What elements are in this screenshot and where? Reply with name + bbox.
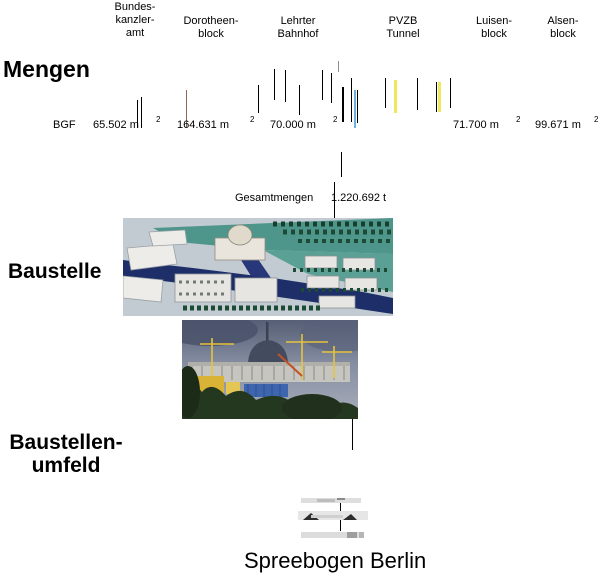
- quantity-bar: [342, 87, 344, 122]
- quantity-bar: [137, 100, 138, 128]
- site-label-line: amt: [125, 27, 145, 39]
- section-mengen-label: Mengen: [3, 56, 90, 82]
- bgf-sup: 2: [156, 115, 161, 124]
- quantity-bar: [417, 78, 418, 110]
- quantity-bar: [394, 80, 397, 113]
- quantity-bar: [258, 85, 259, 113]
- bgf-value-bundeskanzleramt: 65.502 m: [93, 119, 139, 131]
- model-aerial-illustration: [123, 218, 393, 316]
- site-label-alsenblock: Alsen- block: [518, 15, 605, 41]
- site-label-line: Luisen-: [475, 15, 513, 27]
- slide-title: Spreebogen Berlin: [244, 548, 427, 573]
- site-label-line: Dorotheen-: [183, 15, 239, 27]
- section-baustelle-label: Baustelle: [8, 260, 102, 283]
- site-label-bundeskanzleramt: Bundes- kanzler- amt: [90, 1, 180, 40]
- bgf-value-lehrter-bahnhof: 70.000 m: [270, 119, 316, 131]
- site-label-line: block: [481, 28, 507, 40]
- quantity-bar: [450, 78, 451, 108]
- quantity-bar: [436, 82, 437, 112]
- site-label-pvzb-tunnel: PVZB Tunnel: [358, 15, 448, 41]
- construction-photo-illustration: [182, 320, 358, 419]
- site-label-line: Tunnel: [386, 28, 420, 40]
- quantity-bar: [141, 97, 142, 128]
- site-label-line: PVZB: [388, 15, 418, 27]
- bgf-sup: 2: [594, 115, 599, 124]
- site-label-lehrter-bahnhof: Lehrter Bahnhof: [253, 15, 343, 41]
- site-label-dorotheenblock: Dorotheen- block: [166, 15, 256, 41]
- site-label-line: block: [550, 28, 576, 40]
- connector-line: [334, 182, 335, 218]
- site-label-line: kanzler-: [115, 14, 155, 26]
- site-label-line: Bundes-: [114, 1, 156, 13]
- bgf-sup: 2: [333, 115, 338, 124]
- quantity-bar: [285, 70, 286, 102]
- bgf-sup: 2: [250, 115, 255, 124]
- section-baustellenumfeld-label: Baustellen- umfeld: [0, 431, 132, 477]
- baustellenumfeld-line1: Baustellen-: [9, 431, 123, 454]
- connector-line: [341, 152, 342, 177]
- quantity-bar: [274, 69, 275, 100]
- gesamtmengen-label: Gesamtmengen: [235, 192, 314, 204]
- quantity-bar: [354, 90, 356, 128]
- bgf-value-alsenblock: 99.671 m: [535, 119, 581, 131]
- quantity-bar: [186, 90, 187, 128]
- site-label-line: block: [198, 28, 224, 40]
- quantity-bar: [322, 70, 323, 100]
- bgf-label: BGF: [53, 119, 76, 131]
- site-label-line: Alsen-: [547, 15, 579, 27]
- gesamtmengen-value: 1.220.692 t: [331, 192, 387, 204]
- baustellenumfeld-line2: umfeld: [31, 454, 101, 477]
- construction-photo: [182, 320, 358, 419]
- bgf-value-dorotheenblock: 164.631 m: [177, 119, 229, 131]
- bgf-value-luisenblock: 71.700 m: [453, 119, 499, 131]
- site-label-luisenblock: Luisen- block: [449, 15, 539, 41]
- quantity-bar: [299, 85, 300, 115]
- site-label-line: Bahnhof: [277, 28, 319, 40]
- quantity-bar: [438, 82, 441, 112]
- quantity-bar: [351, 78, 352, 122]
- model-aerial-image: [123, 218, 393, 316]
- bgf-sup: 2: [516, 115, 521, 124]
- quantity-bar: [338, 61, 339, 72]
- site-label-line: Lehrter: [280, 15, 316, 27]
- connector-line: [352, 419, 353, 450]
- quantity-bar: [357, 90, 358, 123]
- site-plan-thumbnail: [297, 496, 369, 541]
- quantity-bar: [331, 73, 332, 103]
- quantity-bar: [385, 78, 386, 108]
- site-plan-illustration: [298, 498, 368, 538]
